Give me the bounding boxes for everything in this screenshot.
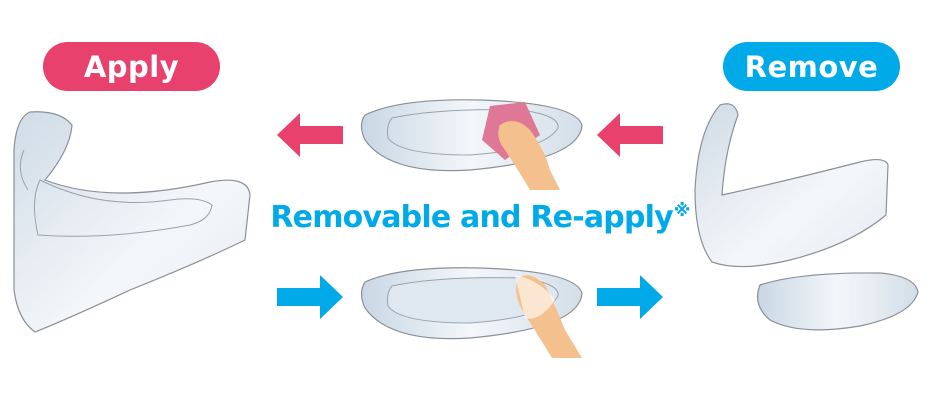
visor-icon <box>694 103 889 268</box>
arrow-right-icon <box>597 275 663 319</box>
lens-icon <box>757 272 919 331</box>
headline-text: Removable and Re-apply <box>270 200 673 235</box>
remove-label: Remove <box>723 42 900 91</box>
headline: Removable and Re-apply※ <box>270 200 690 235</box>
arrow-left-icon <box>597 113 663 157</box>
note-mark: ※ <box>673 201 691 221</box>
hand-icon <box>482 102 560 190</box>
arrow-left-icon <box>277 113 343 157</box>
visor-icon <box>13 111 251 333</box>
arrow-right-icon <box>277 275 343 319</box>
apply-label: Apply <box>43 42 220 91</box>
lens-icon <box>360 99 583 172</box>
hand-icon <box>515 275 582 358</box>
